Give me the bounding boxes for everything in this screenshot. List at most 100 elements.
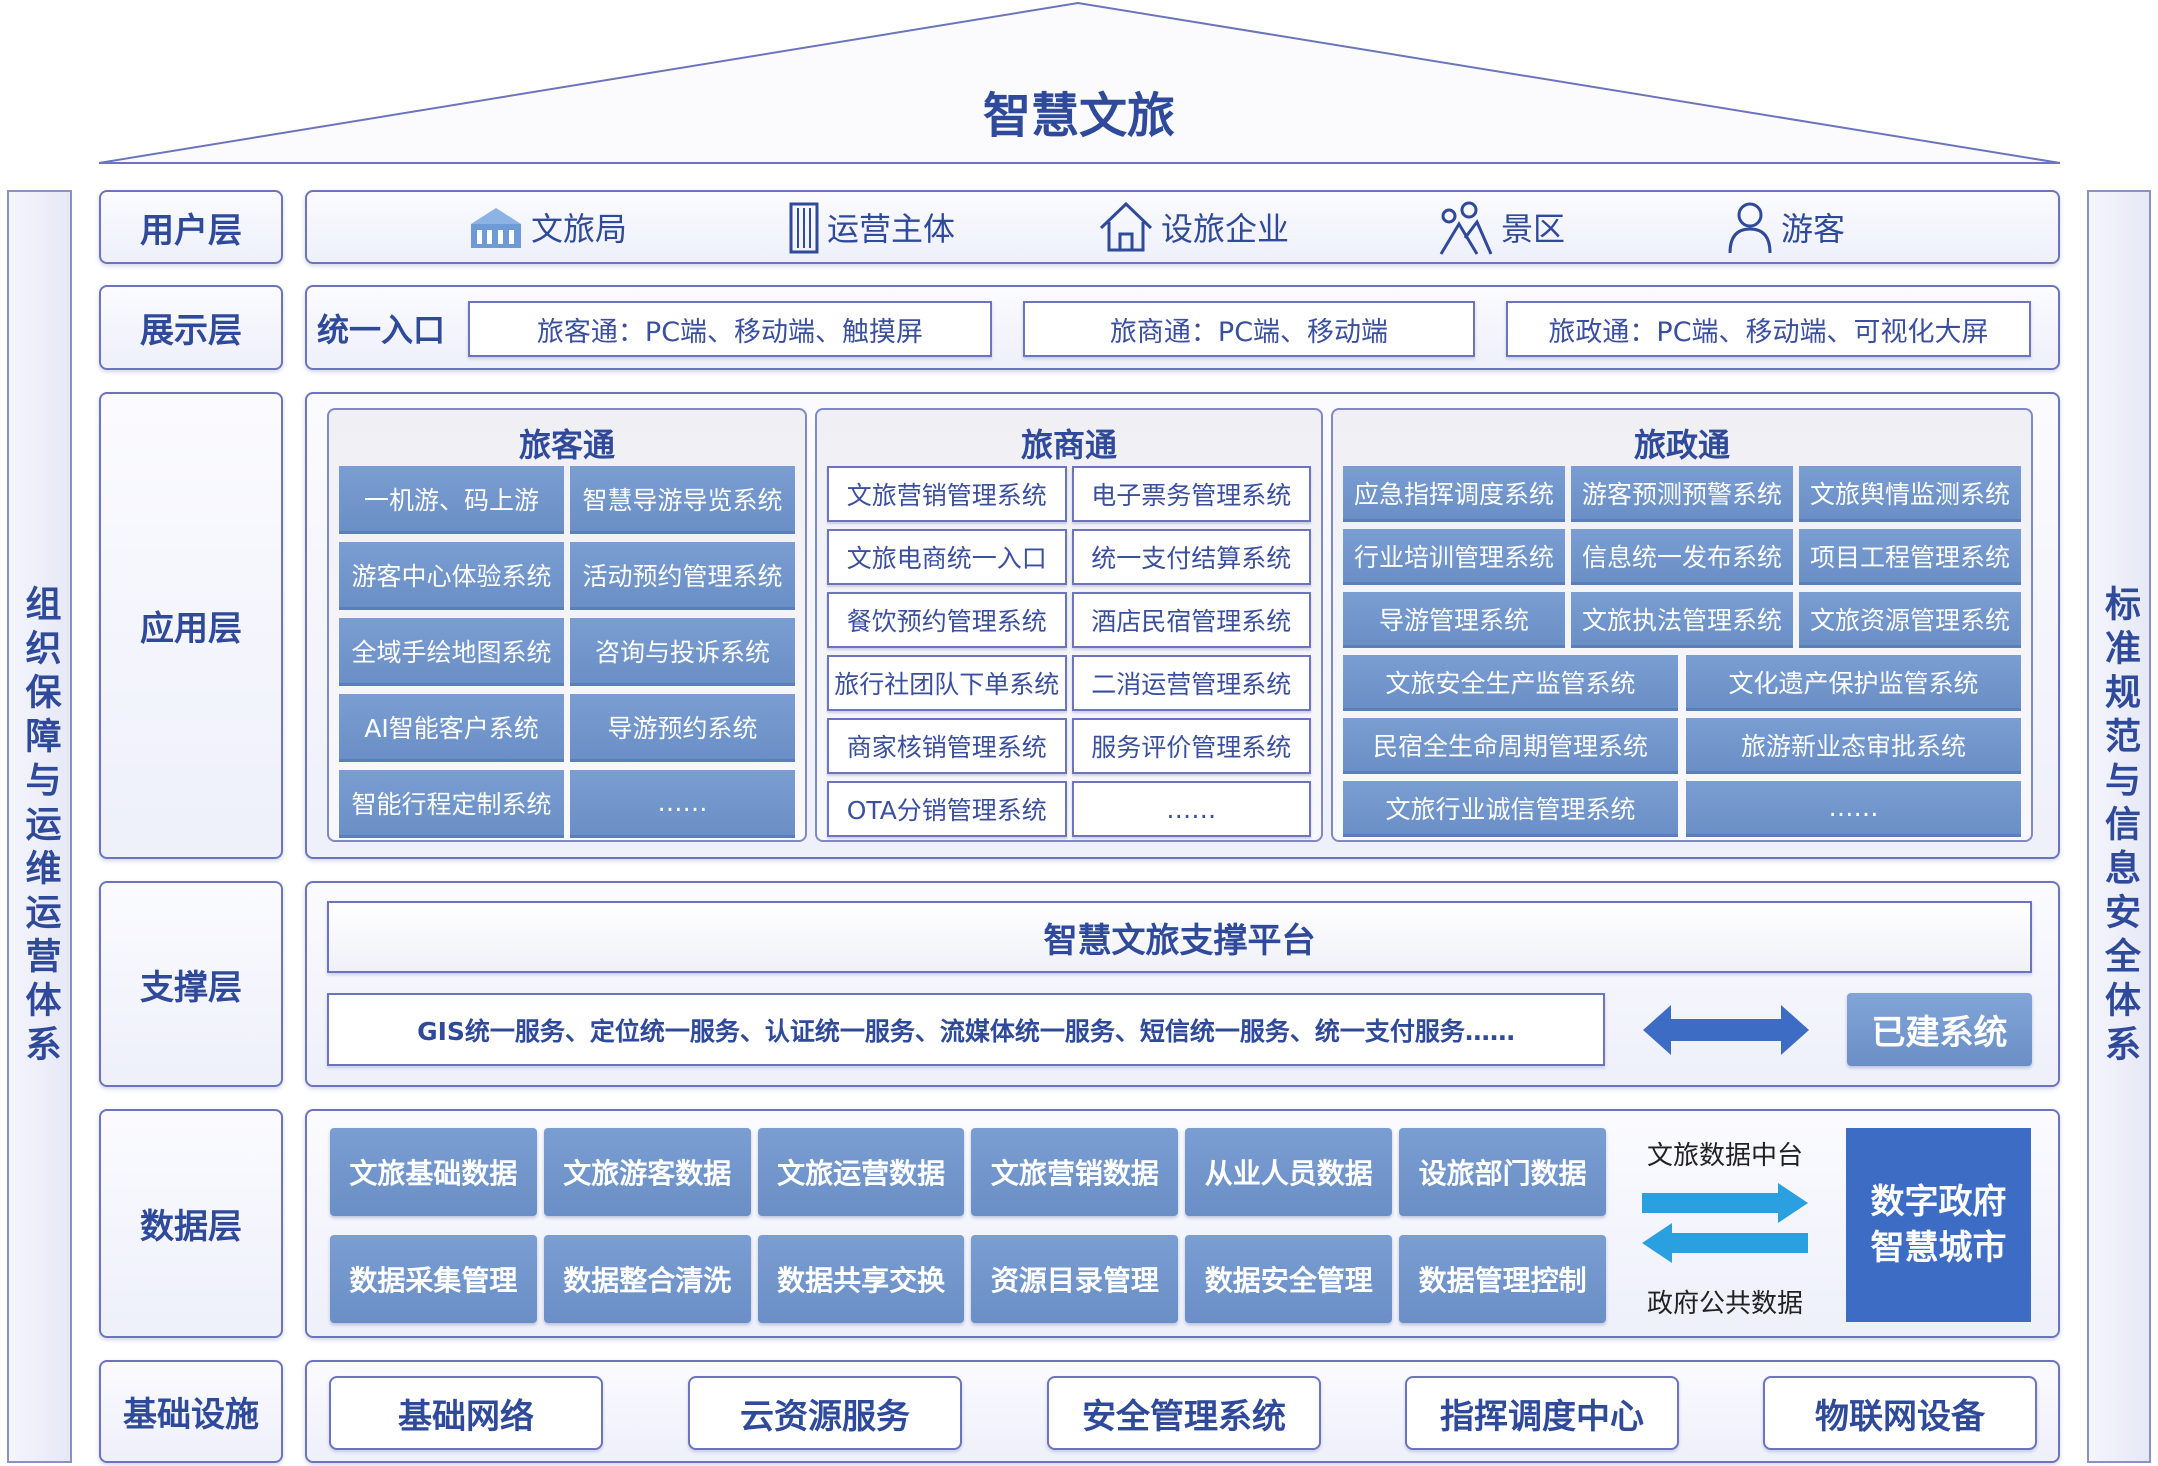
layer-infra-label: 基础设施 — [99, 1360, 283, 1463]
house-icon — [1099, 201, 1153, 252]
data-item[interactable]: 数据管理控制 — [1399, 1235, 1606, 1323]
support-layer: 智慧文旅支撑平台 GIS统一服务、定位统一服务、认证统一服务、流媒体统一服务、短… — [305, 881, 2060, 1087]
panel-title: 旅客通 — [518, 426, 615, 464]
entry-business[interactable]: 旅商通：PC端、移动端 — [1023, 301, 1475, 357]
app-system-item[interactable]: 统一支付结算系统 — [1071, 529, 1311, 585]
data-layer: 文旅基础数据文旅游客数据文旅运营数据文旅营销数据从业人员数据设旅部门数据数据采集… — [305, 1109, 2060, 1338]
exchange-arrows-icon — [1642, 1183, 1808, 1263]
user-label: 设旅企业 — [1161, 210, 1290, 248]
layer-user-label: 用户层 — [99, 190, 283, 264]
app-system-item[interactable]: 行业培训管理系统 — [1343, 529, 1565, 585]
data-item[interactable]: 设旅部门数据 — [1399, 1128, 1606, 1216]
data-middle-platform-label: 文旅数据中台 — [1646, 1141, 1803, 1171]
panel-title: 旅政通 — [1633, 426, 1730, 464]
app-system-item[interactable]: 文旅营销管理系统 — [827, 466, 1067, 522]
entry-tourist[interactable]: 旅客通：PC端、移动端、触摸屏 — [468, 301, 992, 357]
app-system-item[interactable]: 旅游新业态审批系统 — [1686, 718, 2021, 774]
data-item[interactable]: 文旅游客数据 — [543, 1128, 751, 1216]
app-system-item[interactable]: 游客中心体验系统 — [339, 542, 564, 610]
layer-display-label: 展示层 — [99, 285, 283, 370]
gov-line: 智慧城市 — [1870, 1228, 2007, 1268]
support-platform: 智慧文旅支撑平台 — [327, 901, 2032, 973]
layer-data-label: 数据层 — [99, 1109, 283, 1338]
infra-item: 云资源服务 — [688, 1376, 962, 1450]
app-system-item[interactable]: 文旅舆情监测系统 — [1799, 466, 2021, 522]
app-system-item[interactable]: 民宿全生命周期管理系统 — [1343, 718, 1678, 774]
government-building-icon — [471, 208, 521, 248]
user-item-bureau: 文旅局 — [467, 192, 627, 262]
digital-government-box: 数字政府 智慧城市 — [1846, 1128, 2031, 1322]
data-item[interactable]: 数据共享交换 — [757, 1235, 965, 1323]
app-system-item[interactable]: 文旅安全生产监管系统 — [1343, 655, 1678, 711]
user-layer: 文旅局 运营主体 设旅企业 景区 游客 — [305, 190, 2060, 264]
user-item-enterprise: 设旅企业 — [1097, 192, 1289, 262]
support-services: GIS统一服务、定位统一服务、认证统一服务、流媒体统一服务、短信统一服务、统一支… — [327, 993, 1605, 1066]
app-system-item[interactable]: 文化遗产保护监管系统 — [1686, 655, 2021, 711]
app-system-item[interactable]: 游客预测预警系统 — [1571, 466, 1793, 522]
data-item[interactable]: 文旅运营数据 — [757, 1128, 965, 1216]
infra-item: 物联网设备 — [1763, 1376, 2037, 1450]
app-system-item[interactable]: 应急指挥调度系统 — [1343, 466, 1565, 522]
person-icon — [1728, 202, 1772, 254]
panel-lvshang: 旅商通 文旅营销管理系统电子票务管理系统文旅电商统一入口统一支付结算系统餐饮预约… — [815, 408, 1323, 842]
user-item-tourist: 游客 — [1725, 192, 1845, 262]
panel-lvke: 旅客通 一机游、码上游智慧导游导览系统游客中心体验系统活动预约管理系统全域手绘地… — [327, 408, 807, 842]
built-systems-button[interactable]: 已建系统 — [1847, 993, 2032, 1066]
app-system-item[interactable]: 电子票务管理系统 — [1071, 466, 1311, 522]
app-system-item[interactable]: 智慧导游导览系统 — [570, 466, 795, 534]
entry-government[interactable]: 旅政通：PC端、移动端、可视化大屏 — [1506, 301, 2031, 357]
app-system-item[interactable]: 信息统一发布系统 — [1571, 529, 1793, 585]
app-system-item[interactable]: 二消运营管理系统 — [1071, 655, 1311, 711]
app-system-item[interactable]: …… — [1071, 781, 1311, 837]
data-item[interactable]: 资源目录管理 — [971, 1235, 1179, 1323]
double-arrow-icon — [1643, 1005, 1809, 1055]
app-system-item[interactable]: 全域手绘地图系统 — [339, 618, 564, 686]
app-system-item[interactable]: 项目工程管理系统 — [1799, 529, 2021, 585]
app-system-item[interactable]: 餐饮预约管理系统 — [827, 592, 1067, 648]
app-system-item[interactable]: 导游预约系统 — [570, 694, 795, 762]
app-layer: 旅客通 一机游、码上游智慧导游导览系统游客中心体验系统活动预约管理系统全域手绘地… — [305, 392, 2060, 859]
gov-line: 数字政府 — [1870, 1182, 2007, 1222]
app-system-item[interactable]: …… — [1686, 781, 2021, 837]
app-system-item[interactable]: 文旅行业诚信管理系统 — [1343, 781, 1678, 837]
scenic-spot-icon — [1439, 201, 1493, 255]
app-system-item[interactable]: 旅行社团队下单系统 — [827, 655, 1067, 711]
app-system-item[interactable]: 商家核销管理系统 — [827, 718, 1067, 774]
government-public-data-label: 政府公共数据 — [1646, 1289, 1803, 1319]
user-label: 景区 — [1501, 210, 1566, 248]
app-system-item[interactable]: 一机游、码上游 — [339, 466, 564, 534]
app-system-item[interactable]: AI智能客户系统 — [339, 694, 564, 762]
data-item[interactable]: 数据安全管理 — [1185, 1235, 1393, 1323]
infra-item: 指挥调度中心 — [1405, 1376, 1679, 1450]
user-item-operator: 运营主体 — [787, 192, 955, 262]
layer-app-label: 应用层 — [99, 392, 283, 859]
panel-title: 旅商通 — [1020, 426, 1117, 464]
app-system-item[interactable]: …… — [570, 770, 795, 838]
data-item[interactable]: 数据整合清洗 — [543, 1235, 751, 1323]
app-system-item[interactable]: 智能行程定制系统 — [339, 770, 564, 838]
user-label: 文旅局 — [531, 210, 628, 248]
app-system-item[interactable]: 导游管理系统 — [1343, 592, 1565, 648]
app-system-item[interactable]: 咨询与投诉系统 — [570, 618, 795, 686]
app-system-item[interactable]: OTA分销管理系统 — [827, 781, 1067, 837]
app-system-item[interactable]: 酒店民宿管理系统 — [1071, 592, 1311, 648]
panel-lvzheng: 旅政通 应急指挥调度系统游客预测预警系统文旅舆情监测系统行业培训管理系统信息统一… — [1331, 408, 2033, 842]
roof — [98, 1, 2061, 164]
data-item[interactable]: 数据采集管理 — [330, 1235, 537, 1323]
app-system-item[interactable]: 活动预约管理系统 — [570, 542, 795, 610]
layer-support-label: 支撑层 — [99, 881, 283, 1087]
data-item[interactable]: 文旅营销数据 — [971, 1128, 1179, 1216]
display-layer: 统一入口 旅客通：PC端、移动端、触摸屏 旅商通：PC端、移动端 旅政通：PC端… — [305, 285, 2060, 370]
app-system-item[interactable]: 文旅电商统一入口 — [827, 529, 1067, 585]
office-tower-icon — [789, 202, 819, 254]
left-side-system: 组织保障与运维运营体系 — [7, 190, 72, 1463]
infra-item: 安全管理系统 — [1047, 1376, 1321, 1450]
user-label: 游客 — [1781, 210, 1846, 248]
data-item[interactable]: 文旅基础数据 — [330, 1128, 537, 1216]
app-system-item[interactable]: 文旅执法管理系统 — [1571, 592, 1793, 648]
data-item[interactable]: 从业人员数据 — [1185, 1128, 1393, 1216]
app-system-item[interactable]: 服务评价管理系统 — [1071, 718, 1311, 774]
unified-entry-label: 统一入口 — [317, 310, 446, 349]
app-system-item[interactable]: 文旅资源管理系统 — [1799, 592, 2021, 648]
page-title: 智慧文旅 — [982, 88, 1175, 144]
